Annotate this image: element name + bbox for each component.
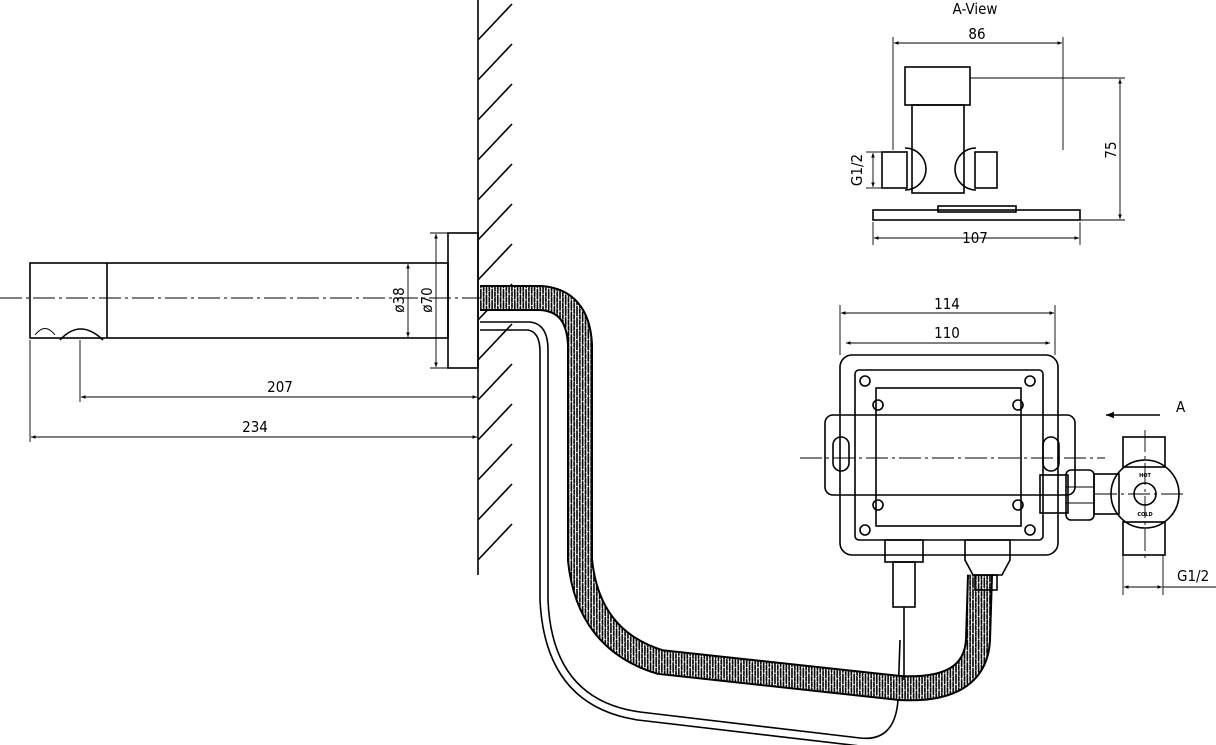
box-dimensions: 114 110 A: [839, 295, 1186, 419]
wall-hatch-line: [477, 523, 513, 561]
wall-flange: [447, 232, 479, 369]
wall-hatch-line: [477, 43, 513, 81]
screw-icon: [859, 524, 871, 536]
wall-hatch-line: [477, 203, 513, 241]
screw-icon: [872, 499, 884, 511]
spout-dimensions: ø38 ø70 207 234: [29, 232, 477, 442]
mixing-valve: HOT COLD G1/2: [1039, 430, 1216, 595]
thin-sensor-cable: [480, 321, 901, 745]
wall-hatch-line: [477, 123, 513, 161]
dim-86: 86: [968, 25, 985, 43]
dim-g12-top: G1/2: [848, 154, 866, 186]
dim-75: 75: [1102, 141, 1120, 158]
screw-icon: [872, 399, 884, 411]
screw-icon: [1012, 399, 1024, 411]
wall-hatch-line: [477, 443, 513, 481]
screw-icon: [1012, 499, 1024, 511]
dim-d70: ø70: [418, 287, 436, 312]
a-view: A-View 86 75 107 G1/2: [848, 0, 1125, 247]
dim-207: 207: [267, 378, 293, 396]
screw-icon: [859, 375, 871, 387]
wall-hatch-line: [477, 403, 513, 441]
dim-g12-right: G1/2: [1177, 567, 1209, 585]
braided-hose: [480, 285, 993, 702]
screw-icon: [1024, 524, 1036, 536]
wall-hatch-line: [477, 83, 513, 121]
wall-hatch-line: [477, 243, 513, 281]
dim-d38: ø38: [390, 287, 408, 312]
wall-hatch-line: [477, 3, 513, 41]
valve-hot-label: HOT: [1139, 473, 1151, 479]
view-arrow-label: A: [1176, 398, 1186, 416]
wall-hatch-line: [477, 363, 513, 401]
dim-107: 107: [962, 229, 988, 247]
dim-234: 234: [242, 418, 268, 436]
screw-icon: [1024, 375, 1036, 387]
dim-114: 114: [934, 295, 960, 313]
spout: [0, 232, 500, 369]
dim-110: 110: [934, 324, 960, 342]
valve-cold-label: COLD: [1137, 512, 1152, 518]
a-view-title: A-View: [953, 0, 998, 18]
control-box: [800, 354, 1105, 680]
wall-hatch-line: [477, 483, 513, 521]
wall-hatch-line: [477, 163, 513, 201]
